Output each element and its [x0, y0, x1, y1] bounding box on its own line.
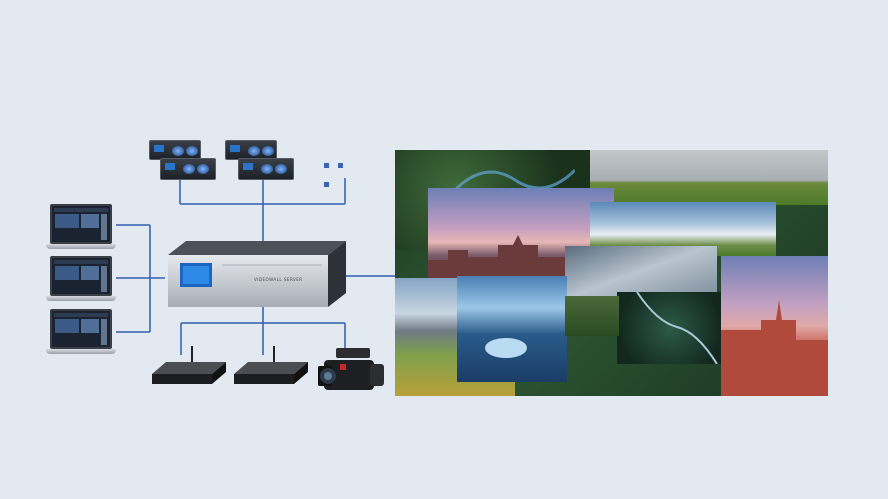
laptop-2: [46, 256, 116, 304]
laptop-3: [46, 309, 116, 357]
photo-sky-streaks: [565, 246, 717, 296]
photo-valley: [565, 296, 619, 336]
laptop-1: [46, 204, 116, 252]
photo-ice-lake: [457, 276, 567, 382]
photo-aerial-forest: [617, 292, 723, 364]
controller-rack-1b: [160, 158, 216, 180]
photo-hill-town: [590, 150, 828, 205]
server-label: VIDEOWALL SERVER: [254, 277, 303, 282]
router-1: [152, 346, 226, 384]
controller-rack-2a: [225, 140, 277, 160]
controller-rack-1a: [149, 140, 201, 160]
more-devices-indicator: [324, 153, 364, 187]
video-wall: [395, 150, 828, 396]
router-2: [234, 346, 308, 384]
controller-rack-2b: [238, 158, 294, 180]
videowall-server: VIDEOWALL SERVER: [162, 241, 346, 309]
camcorder: [318, 348, 384, 390]
